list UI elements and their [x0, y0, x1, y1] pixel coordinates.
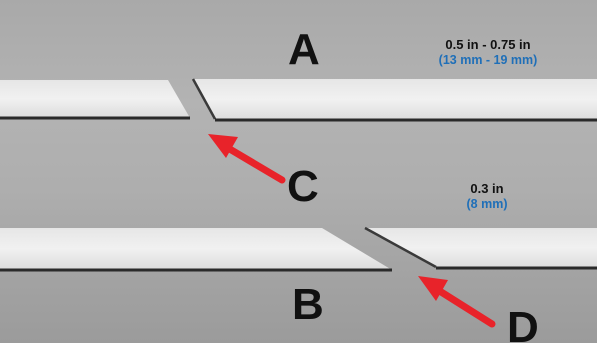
arrow-c: [208, 134, 286, 184]
gap-dimension-top-metric: (13 mm - 19 mm): [438, 52, 538, 67]
lower-right-plate: [364, 226, 597, 270]
label-a: A: [288, 25, 320, 74]
label-d: D: [507, 303, 539, 343]
gap-dimension-bottom-imperial: 0.3 in: [470, 181, 504, 196]
label-c: C: [287, 162, 319, 211]
arrow-d: [418, 276, 496, 328]
lower-left-plate: [0, 228, 392, 272]
gap-dimension-top-imperial: 0.5 in - 0.75 in: [445, 37, 531, 52]
label-b: B: [292, 280, 324, 329]
gap-dimension-bottom-metric: (8 mm): [466, 196, 508, 211]
upper-right-plate: [191, 78, 597, 122]
gap-dimension-bottom: 0.3 in (8 mm): [452, 181, 522, 211]
gap-dimension-top: 0.5 in - 0.75 in (13 mm - 19 mm): [418, 37, 558, 67]
upper-left-plate: [0, 80, 190, 120]
